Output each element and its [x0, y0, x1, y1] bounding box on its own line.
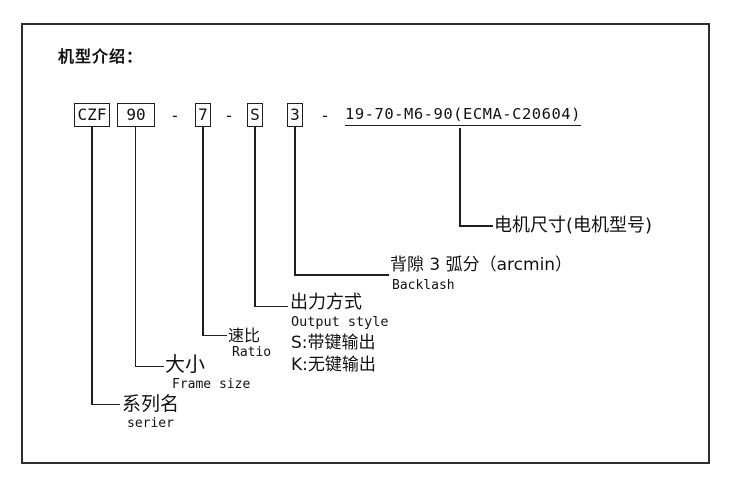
label-motor-size-zh: 电机尺寸(电机型号): [494, 215, 653, 236]
label-output-option-s: S:带键输出: [291, 333, 376, 353]
label-backlash-zh: 背隙 3 弧分（arcmin）: [390, 255, 573, 275]
label-series-zh: 系列名: [122, 393, 180, 415]
connector-frame-hline: [134, 365, 164, 367]
code-box-series: CZF: [74, 103, 110, 127]
label-frame-size-en: Frame size: [172, 377, 251, 392]
connector-frame-vline: [134, 127, 137, 367]
label-frame-size-zh: 大小: [165, 352, 205, 376]
code-separator: -: [224, 105, 234, 125]
connector-output-hline: [254, 305, 289, 307]
label-output-style-en: Output style: [291, 314, 389, 330]
connector-series-vline: [91, 127, 93, 405]
code-separator: -: [320, 105, 330, 125]
code-box-ratio: 7: [195, 103, 211, 127]
code-box-backlash: 3: [287, 103, 303, 127]
code-box-frame: 90: [117, 103, 155, 127]
code-motor-spec: 19-70-M6-90(ECMA-C20604): [345, 105, 581, 126]
label-ratio-en: Ratio: [232, 345, 272, 360]
connector-ratio-vline: [202, 127, 204, 336]
connector-backlash-vline: [294, 127, 296, 275]
connector-output-vline: [254, 127, 256, 307]
label-output-style-zh: 出力方式: [290, 292, 362, 313]
connector-motor-hline: [459, 225, 494, 227]
connector-backlash-hline: [294, 274, 390, 276]
label-series-en: serier: [127, 416, 174, 431]
label-ratio-zh: 速比: [228, 326, 261, 345]
connector-ratio-hline: [202, 334, 228, 336]
connector-motor-vline: [459, 128, 461, 226]
code-box-output: S: [247, 103, 263, 127]
connector-series-hline: [91, 403, 121, 405]
code-separator: -: [170, 105, 180, 125]
label-backlash-en: Backlash: [392, 278, 455, 293]
label-output-option-k: K:无键输出: [291, 355, 376, 375]
diagram-title: 机型介绍：: [58, 47, 144, 66]
